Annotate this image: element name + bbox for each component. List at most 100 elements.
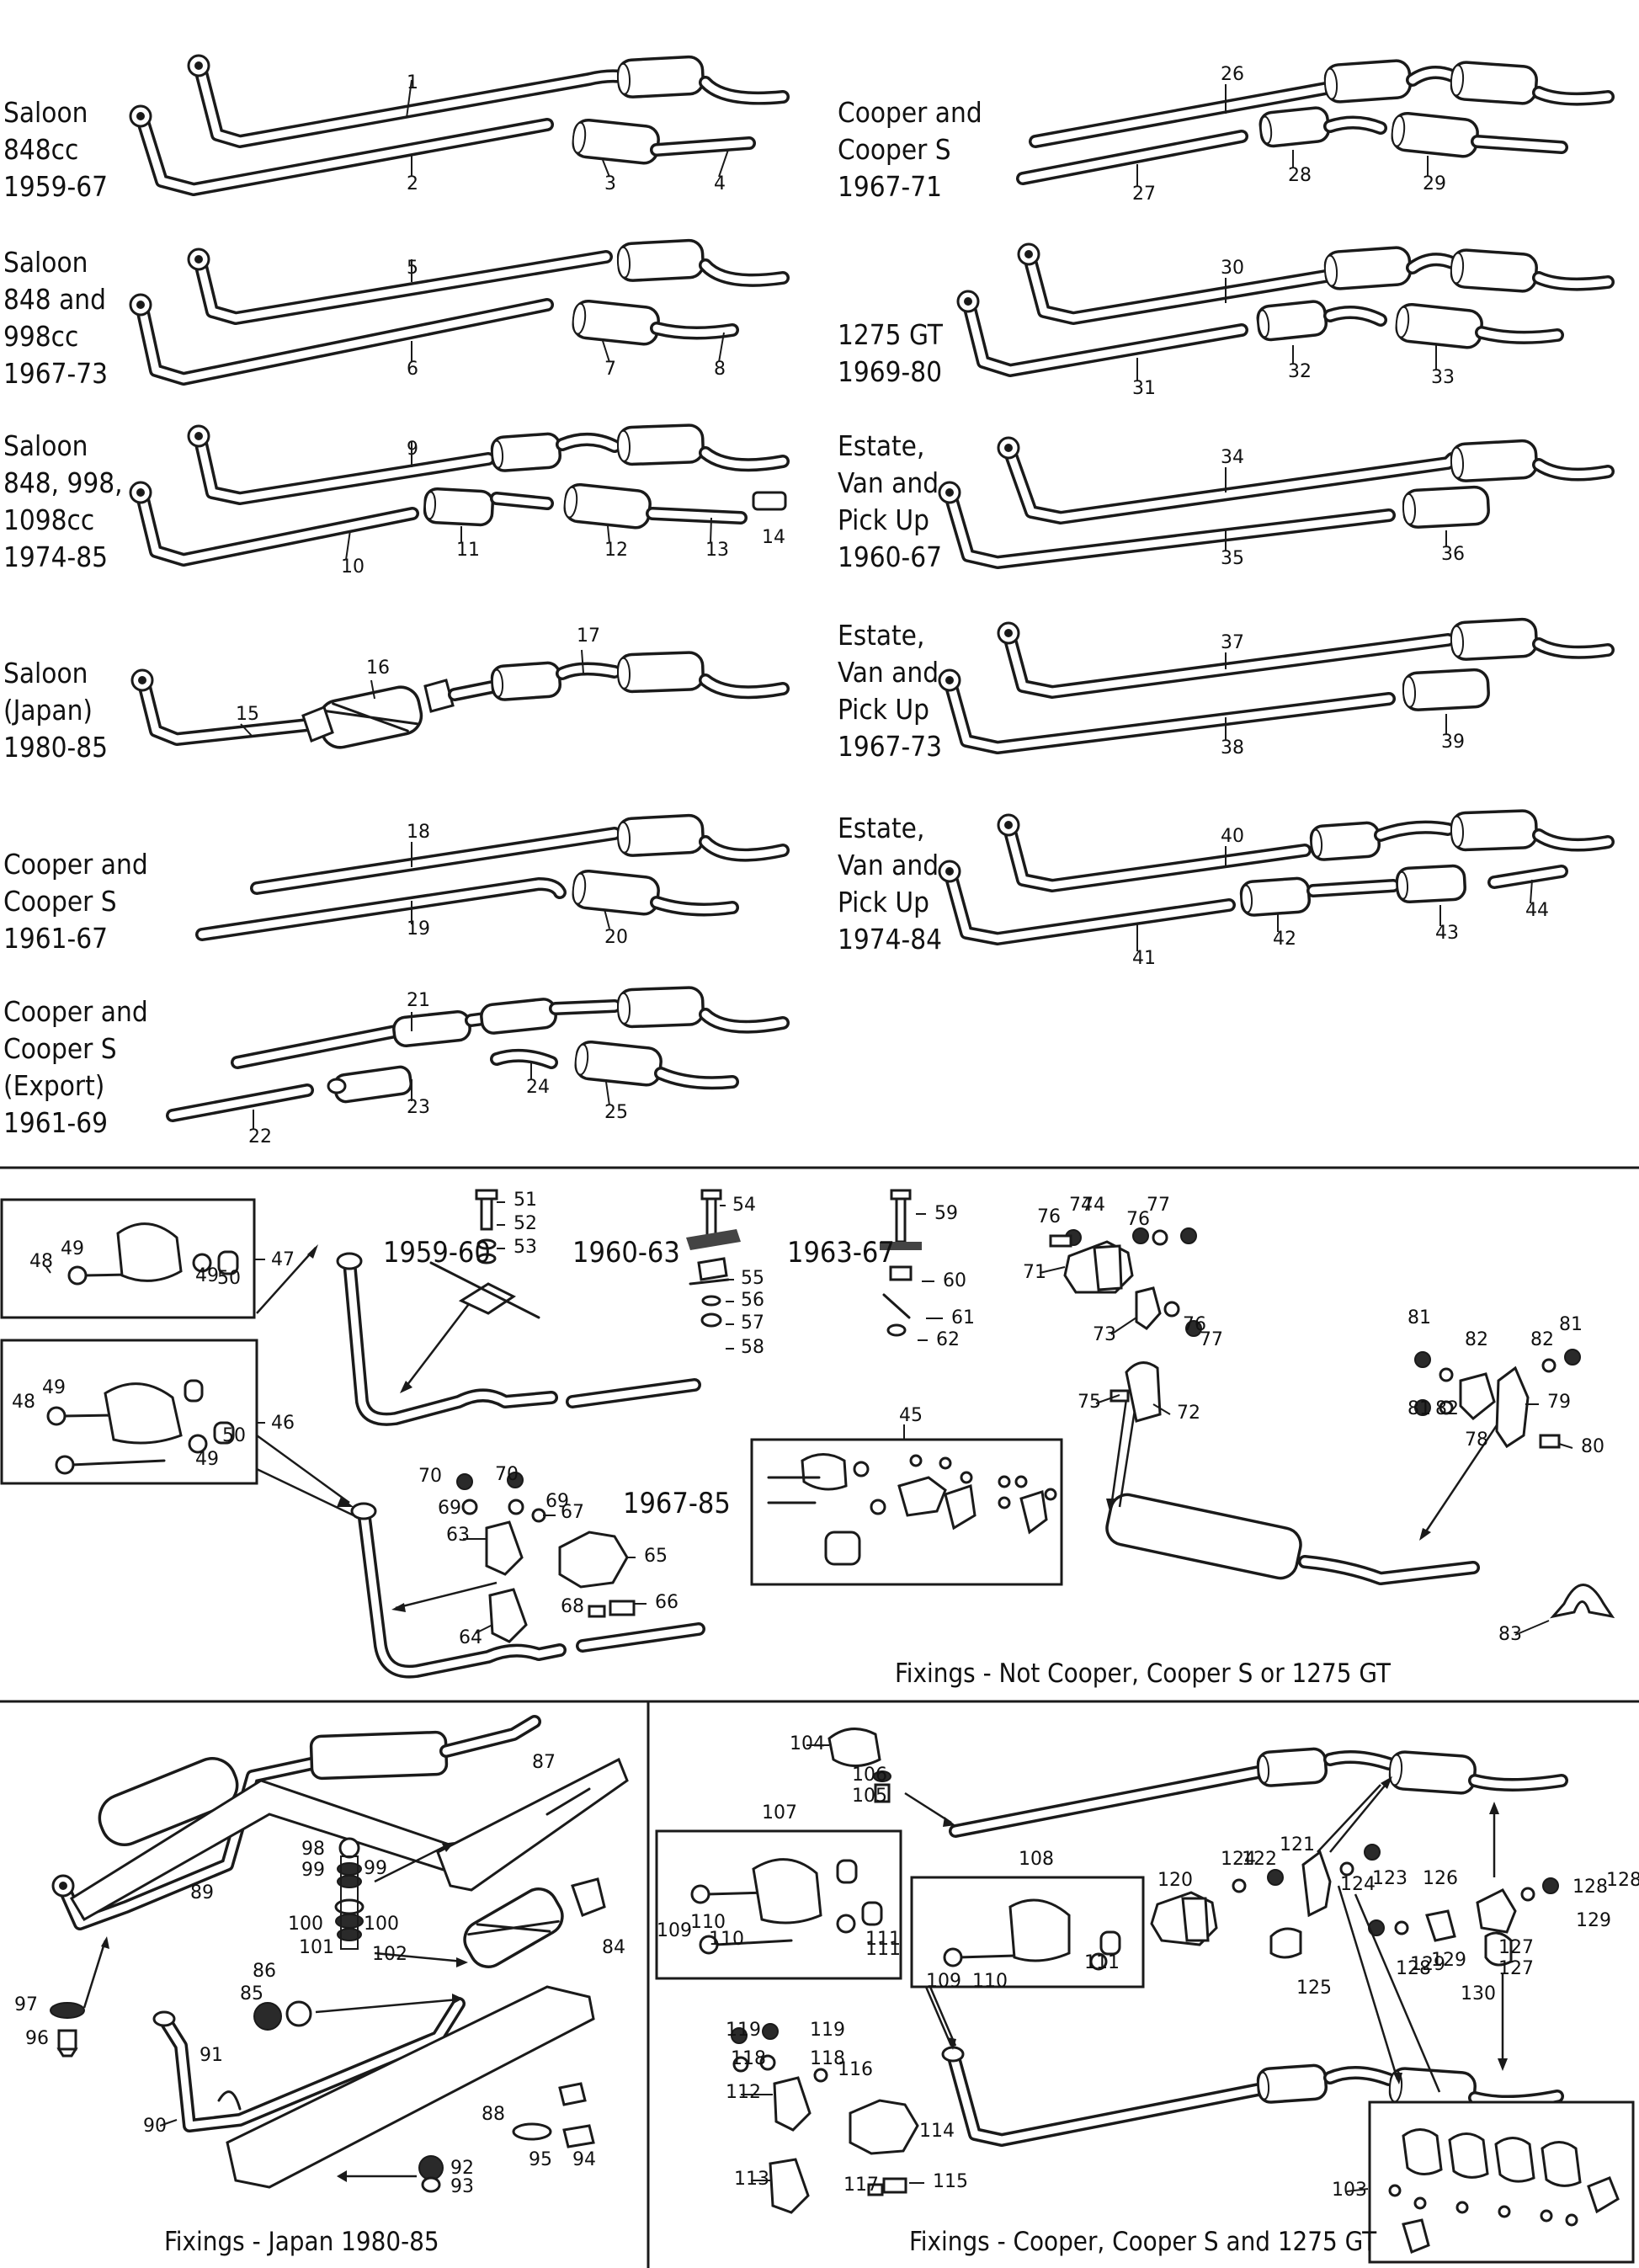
fixings-cooper-section [655, 1728, 1635, 2264]
part-number-91: 91 [200, 2045, 223, 2066]
part-number-1: 1 [407, 72, 418, 93]
part-number-114: 114 [919, 2121, 955, 2142]
part-number-98: 98 [301, 1839, 325, 1860]
part-number-28: 28 [1288, 165, 1312, 186]
leader-line-64 [475, 1624, 493, 1634]
caption-fixings-not-cooper: Fixings - Not Cooper, Cooper S or 1275 G… [895, 1658, 1391, 1689]
part-number-86: 86 [253, 1961, 276, 1982]
part-number-54: 54 [732, 1195, 756, 1216]
part-number-109: 109 [926, 1971, 961, 1992]
part-number-20: 20 [604, 927, 628, 948]
part-number-12: 12 [604, 540, 628, 561]
part-number-17: 17 [577, 626, 600, 647]
part-number-111: 111 [865, 1929, 901, 1950]
leader-line-72 [1152, 1403, 1171, 1415]
leader-line-16 [370, 679, 375, 700]
leader-line-8 [718, 332, 725, 363]
part-number-49: 49 [195, 1265, 219, 1286]
part-number-108: 108 [1019, 1849, 1054, 1870]
part-number-79: 79 [1547, 1392, 1571, 1413]
part-number-115: 115 [933, 2171, 968, 2192]
part-number-100: 100 [364, 1914, 399, 1935]
label-saloon-848-998-1967: Saloon 848 and 998cc 1967-73 [3, 246, 109, 390]
system-saloon-1974 [129, 423, 790, 567]
part-number-63: 63 [446, 1525, 470, 1546]
part-number-82: 82 [1530, 1329, 1554, 1350]
part-number-49: 49 [195, 1449, 219, 1470]
caption-fixings-cooper: Fixings - Cooper, Cooper S and 1275 GT [909, 2227, 1377, 2257]
part-number-111: 111 [1084, 1952, 1120, 1973]
part-number-102: 102 [372, 1944, 407, 1965]
part-number-70: 70 [418, 1466, 442, 1487]
part-number-24: 24 [526, 1077, 550, 1098]
part-number-67: 67 [561, 1502, 584, 1523]
part-number-77: 77 [1147, 1195, 1170, 1216]
part-number-124: 124 [1340, 1874, 1376, 1895]
label-estate-1974: Estate, Van and Pick Up 1974-84 [838, 812, 943, 956]
part-number-104: 104 [790, 1733, 825, 1754]
part-number-77: 77 [1200, 1329, 1223, 1350]
label-cooper-export: Cooper and Cooper S (Export) 1961-69 [3, 995, 148, 1139]
part-number-83: 83 [1498, 1624, 1522, 1645]
part-number-33: 33 [1431, 367, 1455, 388]
label-saloon-848cc-1959: Saloon 848cc 1959-67 [3, 96, 109, 203]
part-number-122: 122 [1242, 1849, 1277, 1870]
label-estate-1967: Estate, Van and Pick Up 1967-73 [838, 619, 943, 763]
year-label-1967-85: 1967-85 [623, 1487, 731, 1520]
part-number-127: 127 [1498, 1937, 1534, 1958]
part-number-76: 76 [1183, 1314, 1206, 1335]
part-number-47: 47 [271, 1249, 295, 1270]
part-number-11: 11 [456, 540, 480, 561]
part-number-96: 96 [25, 2028, 49, 2049]
part-number-16: 16 [366, 658, 390, 679]
part-number-43: 43 [1435, 923, 1459, 944]
part-number-14: 14 [762, 527, 785, 548]
part-number-94: 94 [572, 2149, 596, 2170]
part-number-69: 69 [545, 1491, 569, 1512]
leader-line-1 [406, 79, 412, 119]
part-number-88: 88 [482, 2104, 505, 2125]
part-number-50: 50 [217, 1268, 241, 1289]
part-number-65: 65 [644, 1546, 668, 1567]
part-number-124: 124 [1221, 1849, 1256, 1870]
part-number-55: 55 [741, 1268, 764, 1289]
part-number-10: 10 [341, 556, 365, 578]
part-number-113: 113 [734, 2169, 769, 2190]
part-number-60: 60 [943, 1270, 966, 1291]
part-number-81: 81 [1408, 1398, 1431, 1419]
leader-line-3 [602, 159, 610, 178]
leader-line-10 [345, 530, 351, 561]
leader-line-44 [1530, 879, 1533, 904]
separators [0, 1166, 1639, 2268]
part-number-22: 22 [248, 1126, 272, 1147]
part-number-2: 2 [407, 173, 418, 194]
silencer-assembly-not-cooper [1049, 1227, 1615, 1619]
part-number-130: 130 [1461, 1983, 1496, 2004]
part-number-95: 95 [529, 2149, 552, 2170]
part-number-48: 48 [12, 1392, 35, 1413]
part-number-6: 6 [407, 359, 418, 380]
part-number-81: 81 [1408, 1307, 1431, 1328]
part-number-48: 48 [29, 1251, 53, 1272]
part-number-84: 84 [602, 1937, 625, 1958]
leader-line-71 [1039, 1266, 1066, 1274]
part-number-52: 52 [514, 1213, 537, 1234]
part-number-76: 76 [1037, 1206, 1061, 1227]
part-number-31: 31 [1132, 378, 1156, 399]
system-saloon-848-998-1967 [129, 238, 790, 386]
system-cooper-1967 [1016, 58, 1615, 185]
leader-line-83 [1514, 1620, 1550, 1636]
system-saloon-848cc-1959 [129, 54, 790, 196]
part-number-110: 110 [690, 1912, 726, 1933]
leader-line-17 [581, 649, 584, 674]
part-number-109: 109 [657, 1920, 692, 1941]
part-number-3: 3 [604, 173, 616, 194]
part-number-82: 82 [1465, 1329, 1488, 1350]
leader-line-25 [605, 1081, 610, 1106]
part-number-93: 93 [450, 2176, 474, 2197]
part-number-26: 26 [1221, 64, 1244, 85]
part-number-117: 117 [843, 2175, 879, 2196]
part-number-23: 23 [407, 1097, 430, 1118]
part-number-45: 45 [899, 1405, 923, 1426]
part-number-35: 35 [1221, 548, 1244, 569]
